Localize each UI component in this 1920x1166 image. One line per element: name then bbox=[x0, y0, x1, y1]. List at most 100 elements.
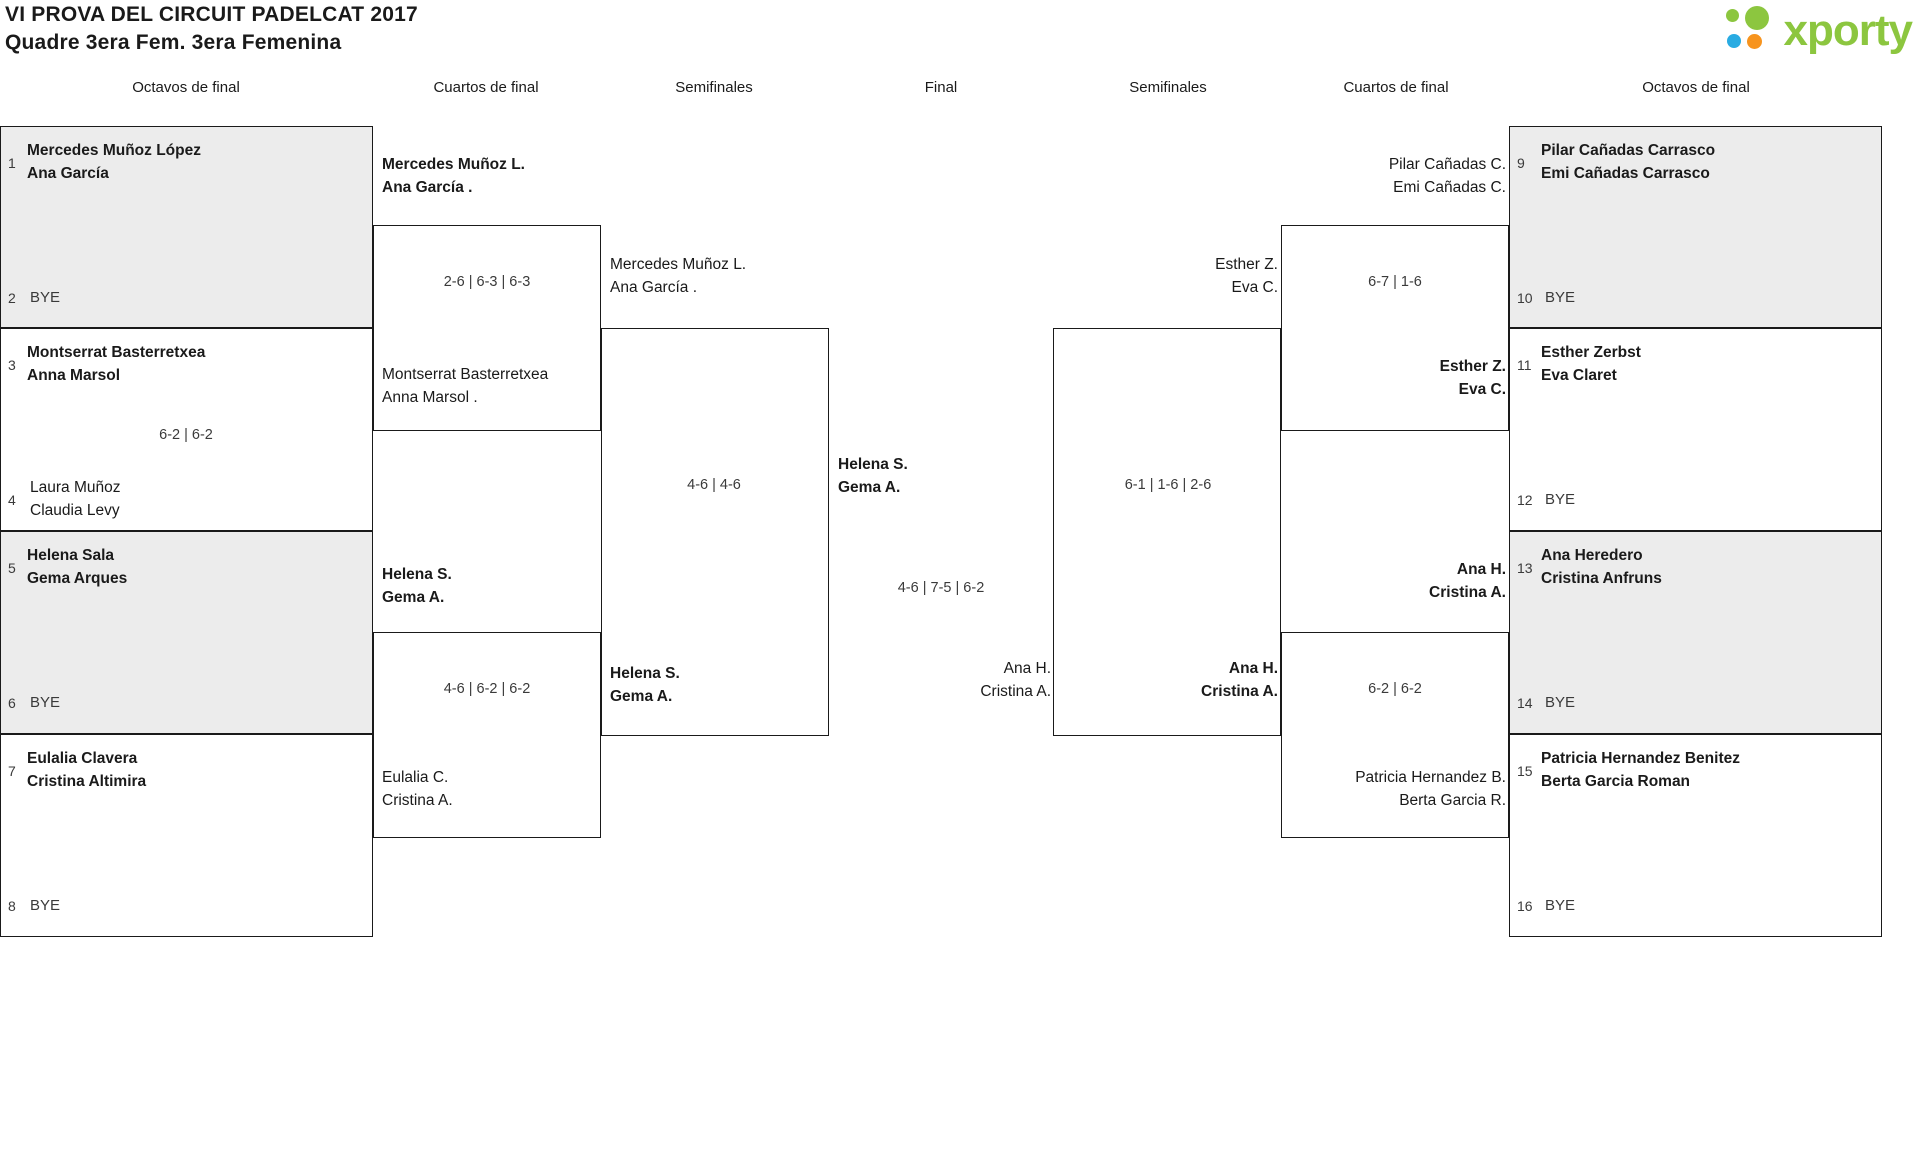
logo-dot-green-small bbox=[1725, 9, 1739, 22]
seed-number-9: 9 bbox=[1517, 155, 1525, 171]
round-label-final: Final bbox=[924, 79, 958, 96]
round-label-right-r16: Octavos de final bbox=[1642, 79, 1750, 96]
team-name-line1-4: Laura Muñoz bbox=[30, 479, 121, 496]
qf-right-team-line1-3: Ana H. bbox=[1456, 561, 1506, 578]
qf-team-line2-4: Cristina A. bbox=[382, 792, 453, 809]
r16-right-match-box-1[interactable] bbox=[1509, 126, 1882, 328]
team-name-line2-5: Gema Arques bbox=[27, 570, 128, 587]
r16-match-box-3[interactable] bbox=[0, 531, 373, 734]
sf-team-line2-2: Gema A. bbox=[610, 688, 673, 705]
seed-number-8: 8 bbox=[8, 898, 16, 914]
seed-number-14: 14 bbox=[1517, 695, 1533, 711]
team-name-line1-9: Pilar Cañadas Carrasco bbox=[1541, 142, 1716, 159]
qf-team-line2-1: Ana García . bbox=[382, 179, 473, 196]
bracket-subtitle: Quadre 3era Fem. 3era Femenina bbox=[5, 31, 342, 54]
match-score-final: 4-6 | 7-5 | 6-2 bbox=[897, 580, 985, 596]
team-name-line2-11: Eva Claret bbox=[1541, 367, 1617, 384]
final-champion-line2: Gema A. bbox=[838, 479, 901, 496]
xporty-logo[interactable]: xporty bbox=[1725, 6, 1913, 56]
qf-right-match-box-2[interactable] bbox=[1281, 632, 1509, 838]
qf-right-team-line2-1: Emi Cañadas C. bbox=[1393, 179, 1506, 196]
seed-number-15: 15 bbox=[1517, 763, 1533, 779]
qf-team-line1-1: Mercedes Muñoz L. bbox=[382, 156, 525, 173]
team-name-line1-3: Montserrat Basterretxea bbox=[27, 344, 206, 361]
r16-right-match-box-3[interactable] bbox=[1509, 531, 1882, 734]
team-name-line2-9: Emi Cañadas Carrasco bbox=[1541, 165, 1710, 182]
seed-number-1: 1 bbox=[8, 155, 16, 171]
match-score-qf-right-1: 6-7 | 1-6 bbox=[1368, 274, 1422, 290]
match-score-qf-1: 2-6 | 6-3 | 6-3 bbox=[443, 274, 531, 290]
seed-number-3: 3 bbox=[8, 357, 16, 373]
match-score-r16-2: 6-2 | 6-2 bbox=[159, 427, 213, 443]
qf-match-box-2[interactable] bbox=[373, 632, 601, 838]
r16-match-box-1[interactable] bbox=[0, 126, 373, 328]
sf-team-line2-1: Ana García . bbox=[610, 279, 698, 296]
sf-match-box-right[interactable] bbox=[1053, 328, 1281, 736]
match-score-sf-right: 6-1 | 1-6 | 2-6 bbox=[1124, 477, 1212, 493]
team-name-line1-10: BYE bbox=[1545, 289, 1576, 306]
team-name-line1-11: Esther Zerbst bbox=[1541, 344, 1641, 361]
seed-number-2: 2 bbox=[8, 290, 16, 306]
qf-right-team-line1-4: Patricia Hernandez B. bbox=[1355, 769, 1506, 786]
seed-number-4: 4 bbox=[8, 492, 16, 508]
round-label-right-qf: Cuartos de final bbox=[1343, 79, 1449, 96]
team-name-line1-13: Ana Heredero bbox=[1541, 547, 1643, 564]
team-name-line1-12: BYE bbox=[1545, 491, 1576, 508]
sf-right-team-line1-2: Ana H. bbox=[1228, 660, 1278, 677]
final-champion-line1: Helena S. bbox=[838, 456, 908, 473]
sf-match-box-left[interactable] bbox=[601, 328, 829, 736]
seed-number-6: 6 bbox=[8, 695, 16, 711]
seed-number-10: 10 bbox=[1517, 290, 1533, 306]
logo-dot-orange bbox=[1746, 34, 1762, 49]
seed-number-11: 11 bbox=[1517, 357, 1532, 373]
qf-right-team-line1-2: Esther Z. bbox=[1439, 358, 1506, 375]
r16-right-match-box-2[interactable] bbox=[1509, 328, 1882, 531]
round-label-right-sf: Semifinales bbox=[1129, 79, 1207, 96]
team-name-line1-2: BYE bbox=[30, 289, 61, 306]
qf-match-box-1[interactable] bbox=[373, 225, 601, 431]
r16-match-box-4[interactable] bbox=[0, 734, 373, 937]
round-label-left-sf: Semifinales bbox=[675, 79, 753, 96]
team-name-line1-15: Patricia Hernandez Benitez bbox=[1541, 750, 1740, 767]
team-name-line2-4: Claudia Levy bbox=[30, 502, 120, 519]
team-name-line1-6: BYE bbox=[30, 694, 61, 711]
seed-number-7: 7 bbox=[8, 763, 16, 779]
seed-number-12: 12 bbox=[1517, 492, 1533, 508]
qf-right-match-box-1[interactable] bbox=[1281, 225, 1509, 431]
team-name-line2-13: Cristina Anfruns bbox=[1541, 570, 1662, 587]
qf-team-line1-2: Montserrat Basterretxea bbox=[382, 366, 549, 383]
team-name-line1-7: Eulalia Clavera bbox=[27, 750, 138, 767]
sf-right-team-line1-1: Esther Z. bbox=[1215, 256, 1278, 273]
qf-team-line1-3: Helena S. bbox=[382, 566, 452, 583]
qf-right-team-line1-1: Pilar Cañadas C. bbox=[1388, 156, 1506, 173]
qf-team-line2-3: Gema A. bbox=[382, 589, 445, 606]
logo-dot-green-large bbox=[1744, 6, 1769, 30]
team-name-line1-5: Helena Sala bbox=[27, 547, 115, 564]
final-runnerup-line1: Ana H. bbox=[1003, 660, 1051, 677]
team-name-line2-1: Ana García bbox=[27, 165, 109, 182]
round-label-left-qf: Cuartos de final bbox=[433, 79, 539, 96]
seed-number-16: 16 bbox=[1517, 898, 1533, 914]
team-name-line1-14: BYE bbox=[1545, 694, 1576, 711]
r16-right-match-box-4[interactable] bbox=[1509, 734, 1882, 937]
qf-right-team-line2-4: Berta Garcia R. bbox=[1399, 792, 1506, 809]
match-score-qf-right-2: 6-2 | 6-2 bbox=[1368, 681, 1422, 697]
final-runnerup-line2: Cristina A. bbox=[980, 683, 1051, 700]
sf-team-line1-1: Mercedes Muñoz L. bbox=[610, 256, 747, 273]
seed-number-5: 5 bbox=[8, 560, 16, 576]
r16-match-box-2[interactable] bbox=[0, 328, 373, 531]
round-label-left-r16: Octavos de final bbox=[132, 79, 240, 96]
qf-team-line1-4: Eulalia C. bbox=[382, 769, 449, 786]
logo-wordmark: xporty bbox=[1783, 6, 1913, 55]
logo-dots-icon bbox=[1725, 6, 1778, 56]
tournament-title: VI PROVA DEL CIRCUIT PADELCAT 2017 bbox=[5, 3, 418, 26]
sf-team-line1-2: Helena S. bbox=[610, 665, 680, 682]
sf-right-team-line2-1: Eva C. bbox=[1231, 279, 1278, 296]
team-name-line2-7: Cristina Altimira bbox=[27, 773, 147, 790]
team-name-line2-15: Berta Garcia Roman bbox=[1541, 773, 1691, 790]
team-name-line2-3: Anna Marsol bbox=[27, 367, 121, 384]
logo-dot-blue bbox=[1726, 34, 1741, 48]
qf-right-team-line2-2: Eva C. bbox=[1458, 381, 1506, 398]
seed-number-13: 13 bbox=[1517, 560, 1533, 576]
